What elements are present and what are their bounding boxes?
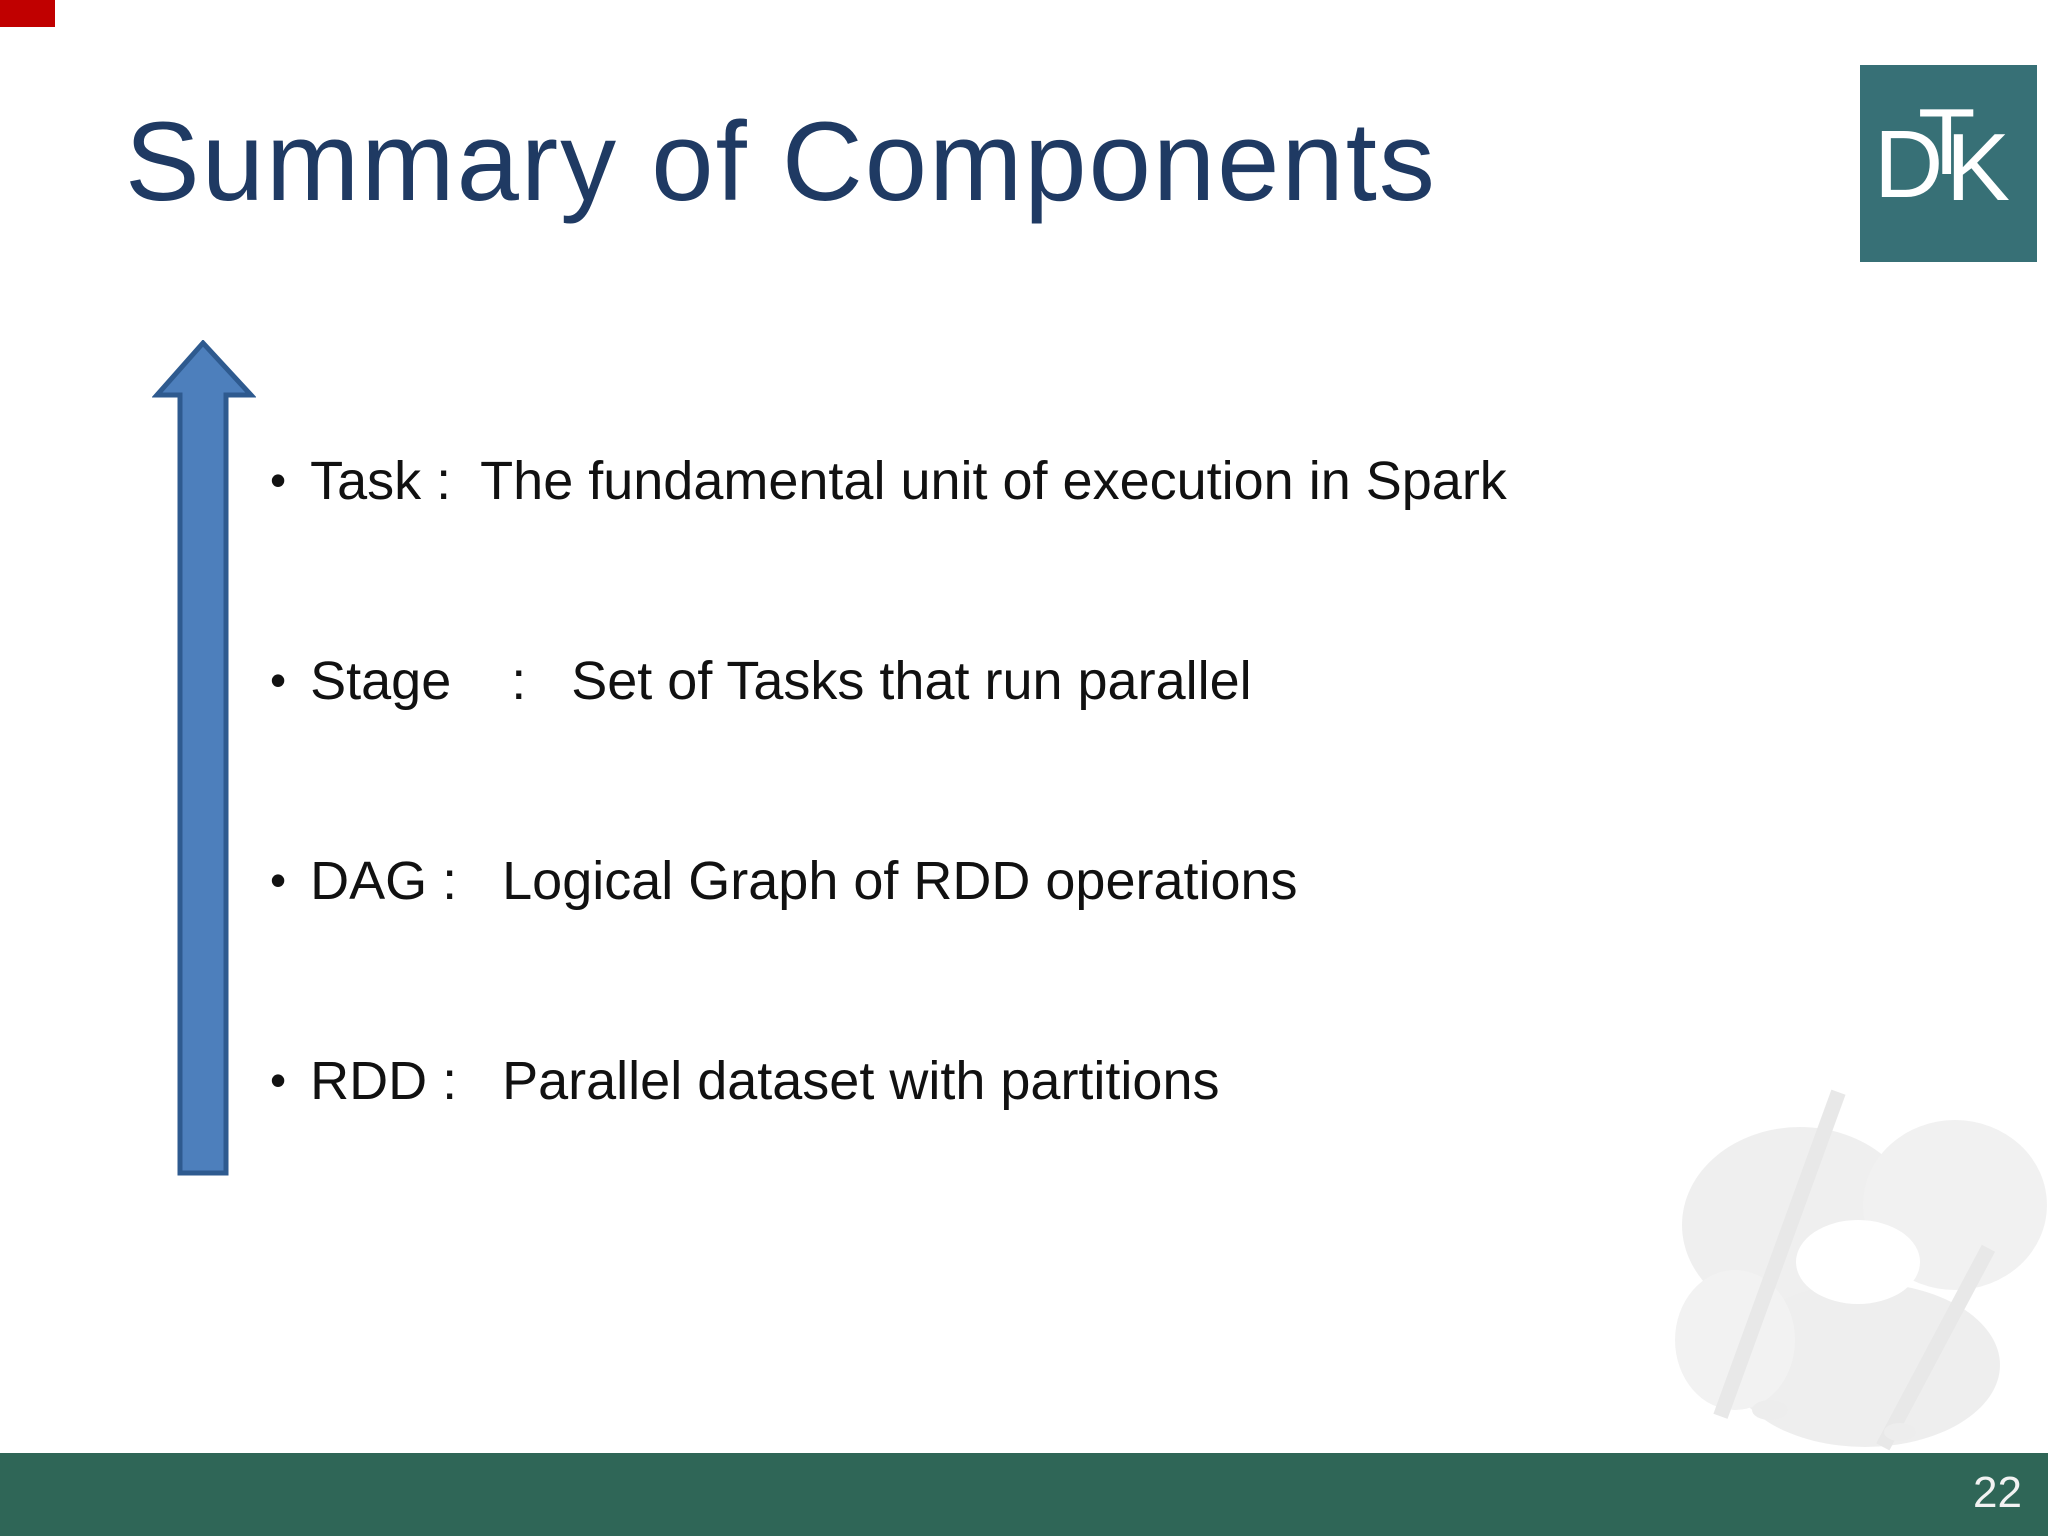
- bullet-text: RDD : Parallel dataset with partitions: [310, 1051, 1220, 1111]
- bullet-text: Stage : Set of Tasks that run parallel: [310, 651, 1252, 711]
- bullet-text: DAG : Logical Graph of RDD operations: [310, 851, 1298, 911]
- bullet-dot-icon: •: [270, 454, 287, 506]
- bullet-dot-icon: •: [270, 1054, 287, 1106]
- bullet-dot-icon: •: [270, 854, 287, 906]
- hands-drumsticks-watermark-image: [1675, 1089, 2047, 1451]
- bullet-item-dag: • DAG : Logical Graph of RDD operations: [270, 850, 1298, 914]
- bullet-dot-icon: •: [270, 654, 287, 706]
- red-corner-marker: [0, 0, 55, 27]
- logo-letter-d: D: [1874, 111, 1944, 218]
- dtk-logo: D T K: [1860, 65, 2037, 262]
- bullet-item-rdd: • RDD : Parallel dataset with partitions: [270, 1050, 1220, 1114]
- footer-bar: 22: [0, 1453, 2048, 1536]
- page-number: 22: [1973, 1468, 2022, 1517]
- bullet-text: Task : The fundamental unit of execution…: [310, 451, 1507, 511]
- bullet-item-task: • Task : The fundamental unit of executi…: [270, 450, 1507, 514]
- bullet-item-stage: • Stage : Set of Tasks that run parallel: [270, 650, 1252, 714]
- logo-letter-k: K: [1946, 114, 2011, 221]
- up-arrow-icon: [152, 340, 256, 1176]
- page-title: Summary of Components: [125, 99, 1437, 224]
- logo-letter-t: T: [1918, 89, 1976, 194]
